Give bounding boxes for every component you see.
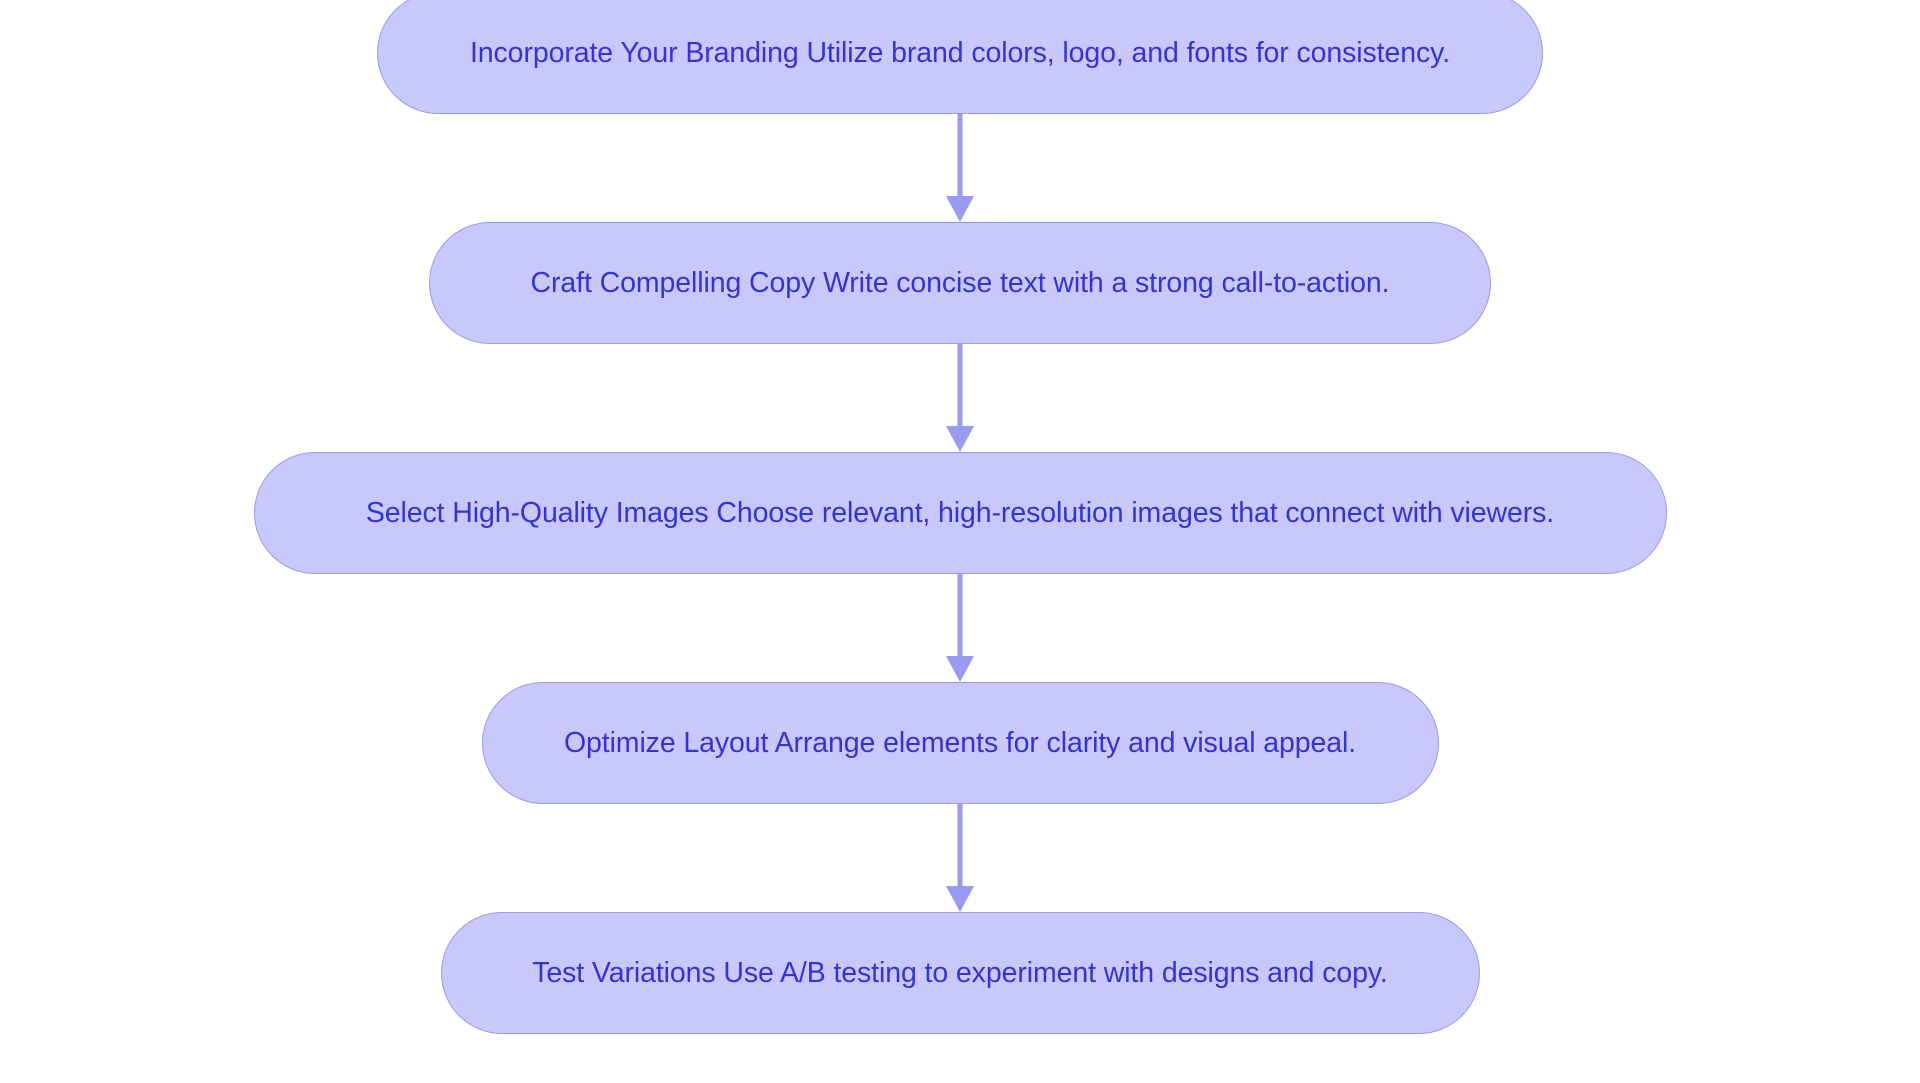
- flowchart-arrow-3-to-4: [940, 574, 980, 682]
- flowchart-node-3-label: Select High-Quality Images Choose releva…: [365, 496, 1555, 529]
- flowchart-arrow-2-to-3: [940, 344, 980, 452]
- flowchart-node-2[interactable]: Craft Compelling Copy Write concise text…: [429, 222, 1491, 344]
- flowchart-node-5-label: Test Variations Use A/B testing to exper…: [532, 956, 1388, 989]
- flowchart-arrow-4-to-5: [940, 804, 980, 912]
- flowchart-node-4[interactable]: Optimize Layout Arrange elements for cla…: [481, 682, 1439, 804]
- flowchart-node-3[interactable]: Select High-Quality Images Choose releva…: [253, 452, 1667, 574]
- flowchart-node-5[interactable]: Test Variations Use A/B testing to exper…: [440, 912, 1480, 1034]
- flowchart-node-1-label: Incorporate Your Branding Utilize brand …: [469, 36, 1451, 69]
- flowchart-node-column: Incorporate Your Branding Utilize brand …: [253, 0, 1667, 1034]
- flowchart-node-2-label: Craft Compelling Copy Write concise text…: [530, 266, 1390, 299]
- flowchart-node-1[interactable]: Incorporate Your Branding Utilize brand …: [377, 0, 1543, 114]
- flowchart-arrow-1-to-2: [940, 114, 980, 222]
- flowchart-node-4-label: Optimize Layout Arrange elements for cla…: [563, 726, 1357, 759]
